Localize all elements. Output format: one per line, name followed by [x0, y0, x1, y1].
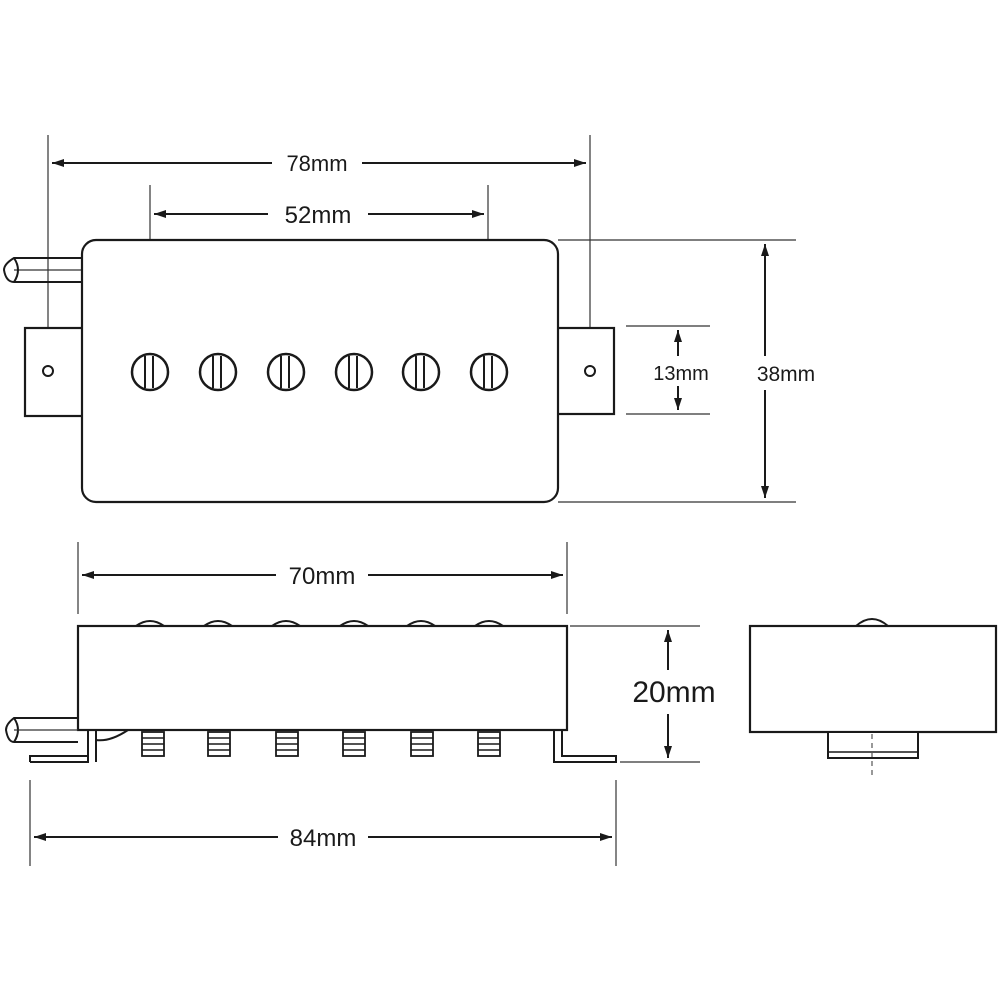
bottom-screws: [141, 731, 501, 757]
top-view: 78mm 52mm: [2, 135, 815, 504]
bottom-screw: [275, 731, 299, 757]
pole-screw: [130, 352, 170, 392]
pole-screw: [266, 352, 306, 392]
bottom-screw: [342, 731, 366, 757]
base-plate-left: [30, 729, 97, 763]
end-view-body: [748, 624, 998, 734]
wire-lead: [2, 257, 82, 283]
dim-tab-height: 13mm: [626, 325, 710, 415]
dim-label-84: 84mm: [290, 825, 357, 852]
pickup-cover: [80, 238, 560, 504]
mount-hole-right: [584, 365, 596, 377]
wire-lead-side: [4, 717, 78, 743]
dim-overall-length-bottom: 84mm: [29, 780, 617, 866]
bottom-screw: [207, 731, 231, 757]
wire-bend: [95, 729, 129, 742]
bottom-screw: [410, 731, 434, 757]
dim-body-length: 70mm: [82, 563, 563, 590]
dim-label-78: 78mm: [286, 151, 347, 176]
end-view-base: [827, 731, 919, 759]
mount-tab-right: [550, 326, 616, 416]
dim-label-38: 38mm: [757, 363, 815, 386]
pole-pieces: [130, 352, 509, 392]
dim-label-52: 52mm: [285, 202, 352, 229]
pole-screw: [401, 352, 441, 392]
dim-label-13: 13mm: [653, 363, 709, 385]
pickup-side-body: [76, 624, 569, 732]
end-view: [748, 618, 998, 776]
pole-screw: [469, 352, 509, 392]
side-view: 70mm: [4, 542, 716, 866]
dim-overall-width: 38mm: [558, 239, 815, 503]
dim-height: 20mm: [570, 625, 716, 763]
dim-pole-spacing: 52mm: [154, 202, 484, 229]
base-plate-left-edge: [29, 755, 88, 762]
pole-screw: [198, 352, 238, 392]
mount-tab-left: [23, 326, 87, 418]
pole-screw: [334, 352, 374, 392]
dim-label-70: 70mm: [289, 563, 356, 590]
dim-label-20: 20mm: [632, 676, 715, 709]
dim-overall-length-top: 78mm: [52, 151, 586, 176]
bottom-screw: [141, 731, 165, 757]
end-pole-top: [855, 618, 889, 627]
pole-tops: [135, 620, 504, 627]
bottom-screw: [477, 731, 501, 757]
base-plate-right: [553, 730, 617, 763]
mount-hole-left: [42, 365, 54, 377]
